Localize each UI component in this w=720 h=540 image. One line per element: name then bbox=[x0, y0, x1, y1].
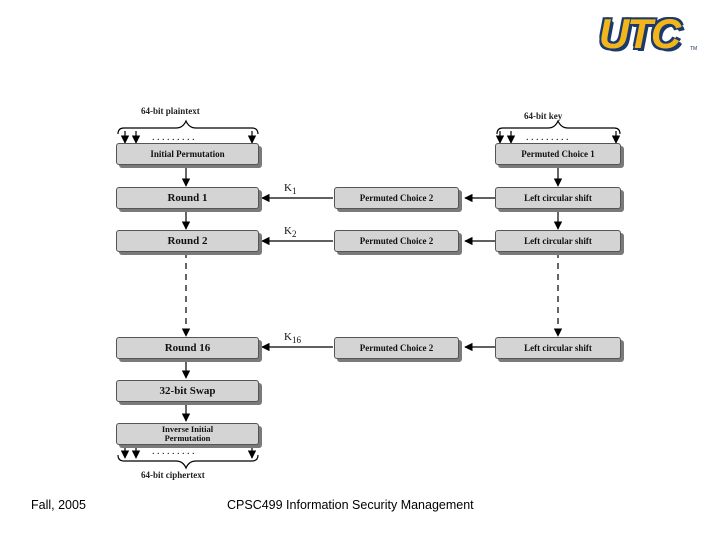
inverse-initial-permutation-box: Inverse Initial Permutation bbox=[116, 423, 259, 445]
permuted-choice-2-box-16: Permuted Choice 2 bbox=[334, 337, 459, 359]
plaintext-brace bbox=[117, 119, 259, 135]
logo-trademark: TM bbox=[690, 46, 698, 52]
left-circular-shift-box-2: Left circular shift bbox=[495, 230, 621, 252]
footer-date: Fall, 2005 bbox=[31, 498, 86, 512]
svg-text:. . . . . . . . .: . . . . . . . . . bbox=[152, 132, 195, 143]
subkey-index: 16 bbox=[291, 335, 301, 345]
ciphertext-brace bbox=[117, 454, 259, 470]
subkey-label-k2: K2 bbox=[284, 225, 296, 239]
permuted-choice-2-box-2: Permuted Choice 2 bbox=[334, 230, 459, 252]
permuted-choice-1-box: Permuted Choice 1 bbox=[495, 143, 621, 165]
key-label: 64-bit key bbox=[524, 111, 563, 121]
swap-box: 32-bit Swap bbox=[116, 380, 259, 402]
left-circular-shift-box-1: Left circular shift bbox=[495, 187, 621, 209]
subkey-label-k1: K1 bbox=[284, 182, 296, 196]
round-2-box: Round 2 bbox=[116, 230, 259, 252]
footer-course-title: CPSC499 Information Security Management bbox=[227, 498, 474, 512]
ciphertext-label: 64-bit ciphertext bbox=[141, 470, 205, 480]
subkey-letter: K bbox=[284, 331, 292, 343]
inverse-ip-line-1: Inverse Initial bbox=[161, 424, 214, 434]
left-circular-shift-box-16: Left circular shift bbox=[495, 337, 621, 359]
svg-text:. . . . . . . . .: . . . . . . . . . bbox=[152, 446, 195, 457]
subkey-letter: K bbox=[284, 182, 292, 194]
subkey-index: 2 bbox=[291, 229, 297, 239]
key-brace bbox=[496, 119, 621, 135]
subkey-letter: K bbox=[284, 225, 292, 237]
svg-text:. . . . . . . . .: . . . . . . . . . bbox=[526, 132, 569, 143]
logo-text: UTC bbox=[598, 10, 681, 57]
plaintext-label: 64-bit plaintext bbox=[141, 106, 200, 116]
round-1-box: Round 1 bbox=[116, 187, 259, 209]
permuted-choice-2-box-1: Permuted Choice 2 bbox=[334, 187, 459, 209]
round-16-box: Round 16 bbox=[116, 337, 259, 359]
utc-logo: UTC TM bbox=[586, 8, 704, 64]
subkey-index: 1 bbox=[291, 186, 297, 196]
inverse-ip-line-2: Permutation bbox=[164, 433, 211, 443]
initial-permutation-box: Initial Permutation bbox=[116, 143, 259, 165]
subkey-label-k16: K16 bbox=[284, 331, 301, 345]
